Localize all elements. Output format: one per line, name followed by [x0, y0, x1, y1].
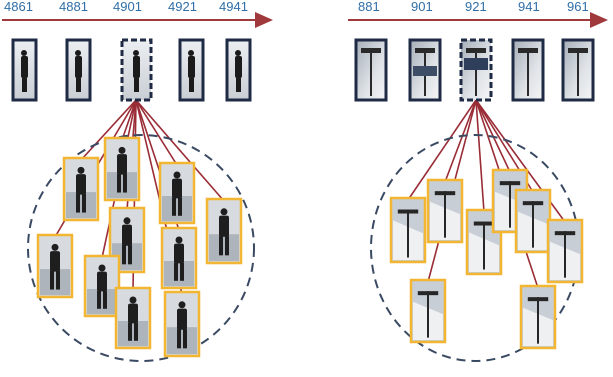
- left-frame-5: [225, 38, 252, 102]
- candidate-box: [103, 136, 141, 202]
- candidate-box: [389, 196, 427, 264]
- right-frame-number-5: 961: [567, 0, 589, 14]
- candidate-box: [160, 226, 198, 290]
- person-silhouette-icon: [128, 296, 138, 341]
- link-line: [444, 99, 477, 183]
- person-silhouette-icon: [133, 50, 140, 92]
- person-silhouette-icon: [122, 217, 132, 265]
- link-line: [135, 99, 225, 202]
- sign-pole-icon: [499, 181, 521, 228]
- left-frame-number-5: 4941: [219, 0, 248, 14]
- sign-pole-icon: [518, 48, 538, 96]
- left-frame-3-query: [120, 38, 153, 102]
- sign-pole-icon: [417, 291, 439, 338]
- candidate-box: [62, 156, 100, 222]
- candidate-box: [514, 188, 552, 254]
- link-line: [80, 99, 137, 161]
- right-frame-5: [561, 38, 595, 102]
- left-frame-2: [65, 38, 92, 102]
- right-candidates: [389, 168, 584, 350]
- right-frame-1: [354, 38, 388, 102]
- left-frame-number-2: 4881: [59, 0, 88, 14]
- link-line: [121, 99, 137, 141]
- person-silhouette-icon: [172, 171, 182, 216]
- candidate-box: [158, 161, 196, 225]
- right-frame-4: [511, 38, 545, 102]
- person-silhouette-icon: [117, 146, 127, 193]
- left-cluster-circle: [27, 134, 255, 362]
- right-panel: [348, 12, 608, 362]
- sign-pole-icon: [527, 297, 549, 344]
- person-silhouette-icon: [235, 50, 242, 92]
- link-line: [407, 99, 477, 201]
- person-silhouette-icon: [21, 50, 28, 92]
- left-frame-number-4: 4921: [168, 0, 197, 14]
- link-line: [135, 99, 178, 166]
- left-frame-number-3: 4901: [113, 0, 142, 14]
- left-frame-number-1: 4861: [4, 0, 33, 14]
- candidate-box: [114, 286, 152, 350]
- right-frame-2: [408, 38, 442, 102]
- sign-pole-icon: [522, 201, 544, 248]
- candidate-box: [546, 218, 584, 284]
- left-candidates: [36, 136, 243, 358]
- left-frame-4: [178, 38, 205, 102]
- sign-pole-icon: [361, 48, 381, 96]
- candidate-box: [83, 254, 121, 318]
- left-frame-1: [11, 38, 38, 102]
- sign-pole-icon: [464, 48, 488, 96]
- sign-pole-icon: [434, 191, 456, 238]
- person-silhouette-icon: [174, 236, 184, 281]
- sign-pole-icon: [397, 209, 419, 258]
- sign-pole-icon: [554, 231, 576, 278]
- right-frame-number-3: 921: [465, 0, 487, 14]
- person-silhouette-icon: [219, 208, 229, 256]
- person-silhouette-icon: [177, 301, 187, 349]
- sign-pole-icon: [568, 48, 588, 96]
- candidate-box: [205, 197, 243, 265]
- candidate-box: [36, 233, 74, 299]
- link-line: [475, 99, 485, 213]
- right-frame-number-2: 901: [411, 0, 433, 14]
- right-frame-number-1: 881: [358, 0, 380, 14]
- candidate-box: [163, 290, 201, 358]
- person-silhouette-icon: [188, 50, 195, 92]
- candidate-box: [426, 178, 464, 244]
- person-silhouette-icon: [76, 166, 86, 213]
- person-silhouette-icon: [50, 243, 60, 290]
- person-silhouette-icon: [75, 50, 82, 92]
- person-silhouette-icon: [97, 264, 107, 309]
- left-panel: [2, 12, 273, 362]
- sign-pole-icon: [413, 48, 437, 96]
- right-frame-3-query: [459, 38, 493, 102]
- sign-pole-icon: [473, 221, 495, 270]
- right-frame-number-4: 941: [518, 0, 540, 14]
- candidate-box: [465, 208, 503, 276]
- candidate-box: [519, 284, 557, 350]
- candidate-box: [409, 278, 447, 344]
